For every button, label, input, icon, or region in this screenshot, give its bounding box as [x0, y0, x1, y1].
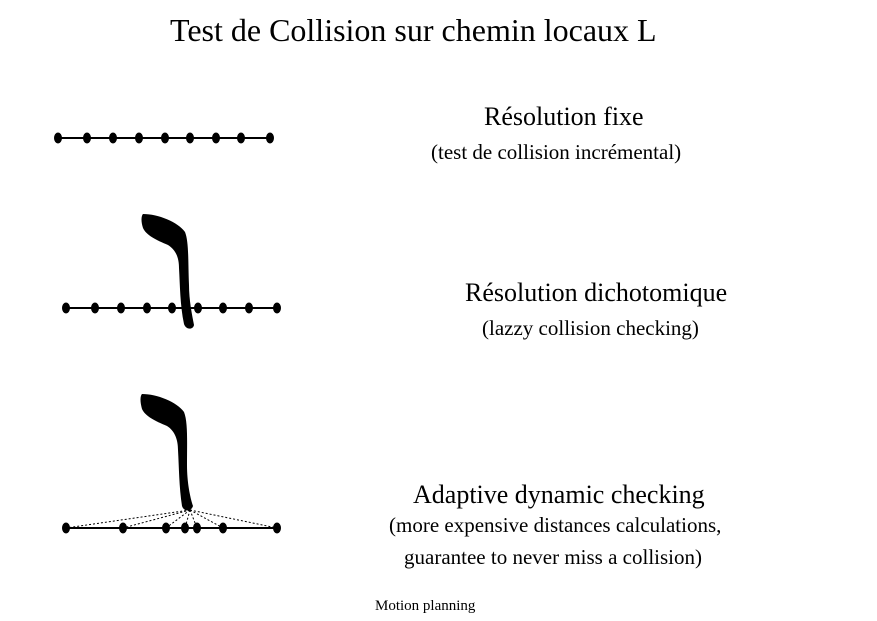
sample-point	[83, 132, 91, 144]
sample-point	[181, 522, 189, 534]
adaptive-checking-heading: Adaptive dynamic checking	[413, 480, 705, 509]
distance-rays	[65, 509, 278, 529]
sample-point	[212, 132, 220, 144]
obstacle-shape	[140, 394, 193, 511]
sample-point	[194, 302, 202, 314]
adaptive-checking-path	[62, 394, 281, 534]
distance-ray	[122, 509, 191, 529]
footer-text: Motion planning	[375, 598, 476, 614]
dichotomic-resolution-heading: Résolution dichotomique	[465, 278, 728, 307]
distance-ray	[65, 509, 191, 529]
adaptive-checking-subtitle-line2: guarantee to never miss a collision)	[404, 545, 702, 569]
slide-title: Test de Collision sur chemin locaux L	[170, 12, 657, 48]
sample-point	[219, 522, 227, 534]
sample-point	[193, 522, 201, 534]
sample-points	[62, 302, 281, 314]
dichotomic-resolution-path	[62, 214, 281, 329]
sample-point	[135, 132, 143, 144]
dichotomic-resolution-subtitle: (lazzy collision checking)	[482, 316, 699, 340]
sample-points	[54, 132, 274, 144]
sample-points	[62, 522, 281, 534]
fixed-resolution-path	[54, 132, 274, 144]
sample-point	[273, 522, 281, 534]
sample-point	[162, 522, 170, 534]
sample-point	[143, 302, 151, 314]
sample-point	[119, 522, 127, 534]
sample-point	[266, 132, 274, 144]
distance-ray	[184, 509, 191, 529]
sample-point	[219, 302, 227, 314]
sample-point	[161, 132, 169, 144]
sample-point	[237, 132, 245, 144]
sample-point	[117, 302, 125, 314]
fixed-resolution-subtitle: (test de collision incrémental)	[431, 140, 682, 164]
sample-point	[54, 132, 62, 144]
sample-point	[109, 132, 117, 144]
fixed-resolution-heading: Résolution fixe	[484, 102, 644, 131]
sample-point	[245, 302, 253, 314]
distance-ray	[165, 509, 191, 529]
sample-point	[168, 302, 176, 314]
sample-point	[273, 302, 281, 314]
sample-point	[91, 302, 99, 314]
sample-point	[62, 302, 70, 314]
obstacle-shape	[141, 214, 194, 329]
adaptive-checking-subtitle-line1: (more expensive distances calculations,	[389, 513, 722, 537]
distance-ray	[189, 509, 278, 529]
sample-point	[186, 132, 194, 144]
sample-point	[62, 522, 70, 534]
